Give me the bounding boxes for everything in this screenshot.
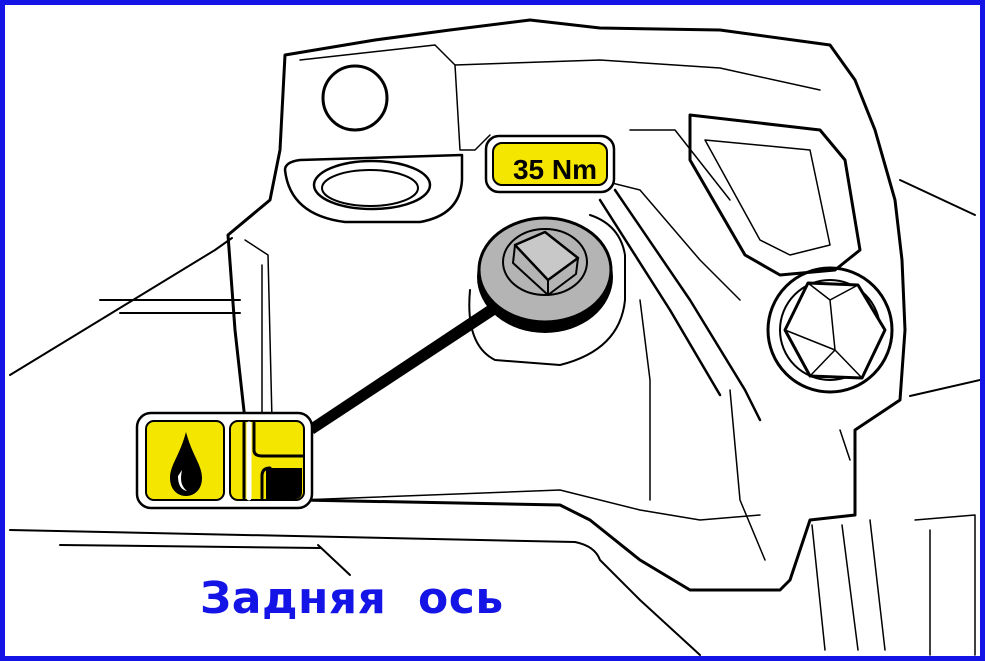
fill-to-level-icon <box>266 468 302 499</box>
leader-line <box>308 302 498 434</box>
diagram-caption: Задняя ось <box>200 573 504 624</box>
torque-label-fill <box>492 142 608 186</box>
mounting-bracket <box>598 113 862 422</box>
oil-drop-icon <box>170 432 202 496</box>
oil-fill-level-symbol <box>135 411 314 510</box>
hex-bolt <box>766 266 894 394</box>
breather-boss <box>283 153 464 224</box>
plug-boss <box>468 214 626 366</box>
fill-channel-outline <box>242 421 304 500</box>
oil-filler-plug-icon <box>477 216 613 333</box>
torque-value: 35 Nm <box>512 154 598 185</box>
casting-hole <box>321 64 389 132</box>
background-lines <box>9 179 980 656</box>
